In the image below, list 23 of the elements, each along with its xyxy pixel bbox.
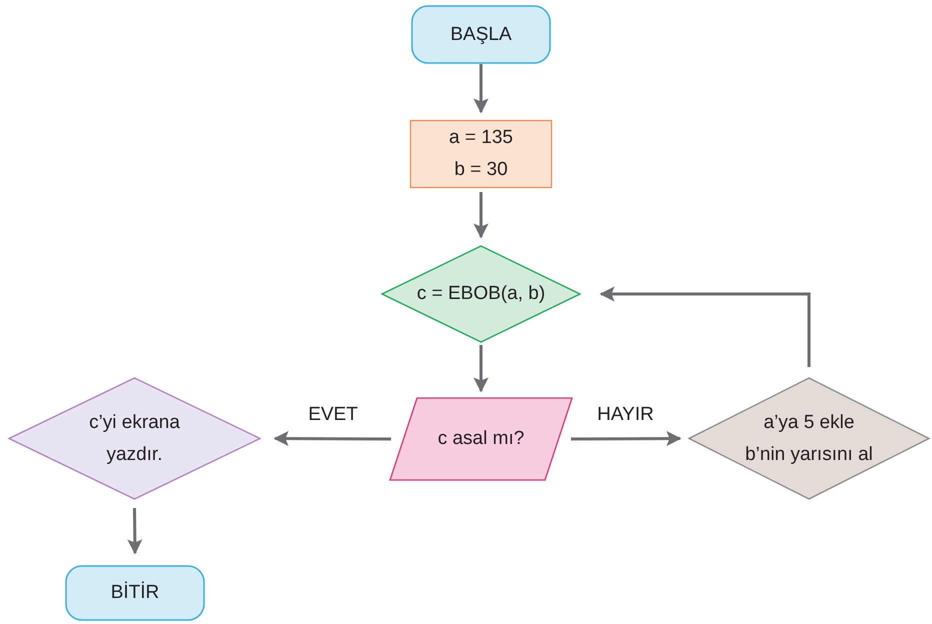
node-text: c = EBOB(a, b) (416, 282, 546, 306)
arrow (474, 345, 488, 392)
decision-diamond (381, 245, 581, 343)
terminal-box (411, 5, 551, 64)
decision-diamond (688, 377, 930, 500)
arrow (474, 64, 488, 114)
arrow (474, 192, 488, 238)
decision-diamond (8, 377, 261, 500)
node-text: a’ya 5 ekle (764, 410, 854, 434)
arrow (571, 431, 682, 446)
arrow (127, 508, 142, 554)
terminal-box (65, 565, 205, 621)
arrow (600, 286, 810, 367)
node-text: BİTİR (110, 580, 160, 605)
node-text: b’nin yarısını al (745, 442, 873, 466)
node-text: BAŞLA (450, 22, 512, 46)
node-text: c’yi ekrana yazdır. (88, 410, 181, 466)
node-text: b = 30 (454, 158, 508, 182)
arrow (274, 431, 391, 446)
node-text: a = 135 (449, 126, 513, 150)
input-output-parallelogram (389, 397, 573, 481)
process-box (410, 120, 552, 188)
node-text: c asal mı? (438, 427, 524, 451)
